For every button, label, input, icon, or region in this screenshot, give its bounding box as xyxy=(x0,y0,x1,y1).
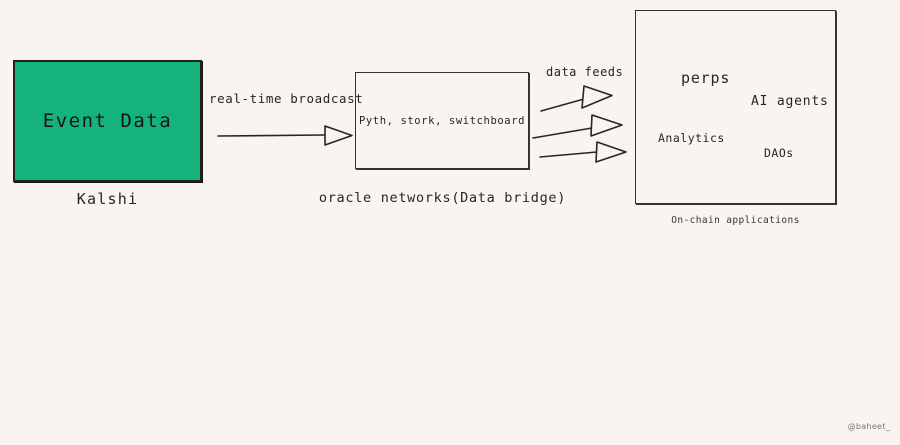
arrow-data-feeds-2 xyxy=(532,114,623,139)
node-event-data-label: Event Data xyxy=(42,110,173,132)
onchain-item-analytics: Analytics xyxy=(658,131,725,145)
onchain-item-ai-agents: AI agents xyxy=(751,94,829,109)
edge-label-data-feeds: data feeds xyxy=(546,65,624,79)
arrow-real-time-broadcast xyxy=(217,125,353,146)
node-on-chain-applications[interactable]: perps AI agents Analytics DAOs xyxy=(635,10,836,204)
node-event-data[interactable]: Event Data xyxy=(13,60,202,182)
node-on-chain-applications-caption: On-chain applications xyxy=(671,215,800,226)
onchain-item-daos: DAOs xyxy=(764,146,794,160)
node-oracle-networks-caption: oracle networks(Data bridge) xyxy=(318,190,567,206)
edge-label-real-time-broadcast: real-time broadcast xyxy=(209,91,364,106)
node-event-data-caption: Kalshi xyxy=(76,190,139,208)
node-oracle-networks[interactable]: Pyth, stork, switchboard xyxy=(355,72,529,169)
onchain-item-perps: perps xyxy=(681,69,731,87)
node-oracle-networks-label: Pyth, stork, switchboard xyxy=(358,114,526,127)
arrow-data-feeds-3 xyxy=(539,141,627,163)
author-watermark: @baheet_ xyxy=(847,422,890,431)
arrow-data-feeds-1 xyxy=(540,85,613,112)
